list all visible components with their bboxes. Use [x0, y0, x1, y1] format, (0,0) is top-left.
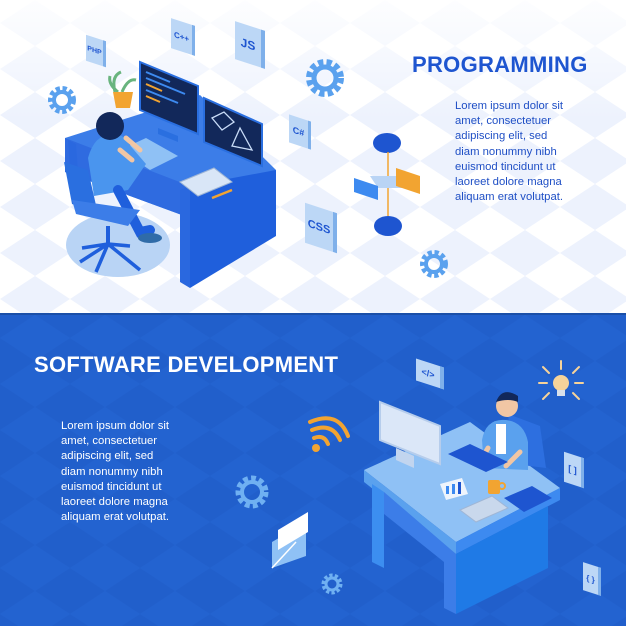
- software-development-banner: </> [ ] { } SOFTWARE DEVELOPMENT Lorem i…: [0, 313, 626, 626]
- description-line: laoreet dolore magna: [61, 496, 168, 509]
- description-line: aliquam erat volutpat.: [61, 511, 170, 524]
- description-line: euismod tincidunt ut: [61, 480, 162, 493]
- js-label: JS: [240, 34, 256, 54]
- envelope-icon: [271, 512, 308, 569]
- code-monitor: [139, 60, 199, 142]
- gear-icon: [235, 475, 269, 509]
- braces-tile-icon: { }: [583, 562, 601, 596]
- gear-icon: [306, 59, 344, 97]
- description-line: amet, consectetuer: [61, 435, 158, 448]
- keyboard: [448, 444, 508, 472]
- description-line: adipiscing elit, sed: [61, 450, 154, 463]
- programming-heading: PROGRAMMING: [412, 52, 588, 77]
- description-line: laoreet dolore magna: [455, 176, 562, 189]
- flowchart-icon: [354, 133, 420, 236]
- php-label: PHP: [87, 44, 102, 57]
- description-line: Lorem ipsum dolor sit: [61, 420, 169, 432]
- 3d-model-monitor: [203, 96, 263, 168]
- office-chair: [64, 162, 142, 273]
- software-development-description: Lorem ipsum dolor sit amet, consectetuer…: [61, 419, 169, 525]
- gear-icon: [420, 250, 448, 278]
- potted-plant: [108, 70, 137, 108]
- programming-description: Lorem ipsum dolor sit amet, consectetuer…: [455, 99, 563, 205]
- description-line: euismod tincidunt ut: [455, 160, 556, 173]
- brackets-tile-icon: [ ]: [564, 451, 584, 489]
- gear-icon: [48, 86, 76, 114]
- software-development-illustration: [235, 360, 584, 614]
- software-development-heading: SOFTWARE DEVELOPMENT: [34, 352, 339, 377]
- css-label: CSS: [307, 217, 331, 238]
- lightbulb-icon: [538, 360, 584, 400]
- programming-illustration: [48, 59, 448, 288]
- braces-label: { }: [586, 572, 595, 585]
- coffee-mug: [488, 480, 506, 494]
- desktop-computer: [379, 400, 441, 468]
- programmer-person: [88, 112, 162, 243]
- description-line: amet, consectetuer: [455, 115, 552, 128]
- notebook: [179, 167, 233, 197]
- description-line: diam nonummy nibh: [455, 145, 557, 158]
- paper-stack: [459, 495, 509, 523]
- description-line: aliquam erat volutpat.: [455, 191, 564, 204]
- csharp-label: C#: [292, 124, 305, 139]
- book: [504, 486, 552, 512]
- programming-banner: PHP C++ JS C# CSS PROGRAMMING Lorem ipsu…: [0, 0, 626, 313]
- developer-person: [477, 392, 546, 470]
- gear-icon: [321, 573, 343, 595]
- pen: [211, 188, 233, 200]
- brackets-label: [ ]: [568, 463, 577, 476]
- description-line: Lorem ipsum dolor sit: [455, 100, 563, 112]
- wifi-icon: [308, 416, 350, 452]
- cpp-label: C++: [173, 29, 190, 44]
- code-tag-label: </>: [421, 366, 435, 381]
- description-line: diam nonummy nibh: [61, 465, 163, 478]
- description-line: adipiscing elit, sed: [455, 130, 548, 143]
- chart-papers: [440, 478, 468, 500]
